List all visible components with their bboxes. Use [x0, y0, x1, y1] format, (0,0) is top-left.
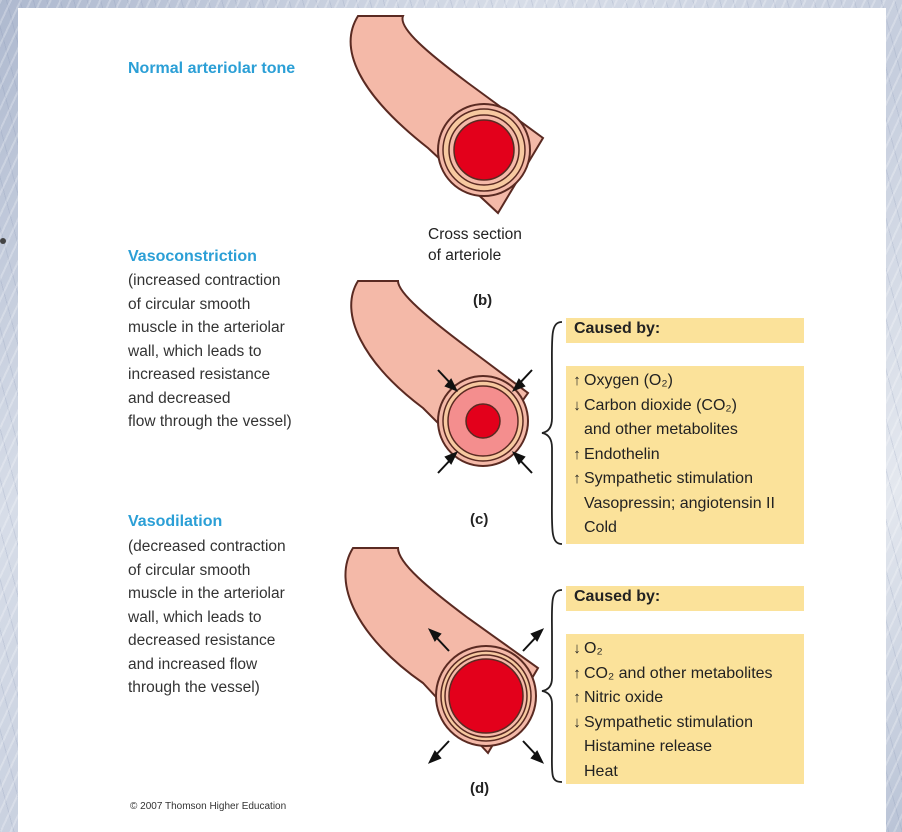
- bullet-dot: [0, 238, 6, 244]
- vessel-lumen: [454, 120, 514, 180]
- cause-row: and other metabolites: [570, 418, 800, 443]
- constriction-causes-box: ↑Oxygen (O₂) ↓Carbon dioxide (CO₂) and o…: [566, 366, 804, 544]
- vessel-lumen: [466, 404, 500, 438]
- up-arrow-icon: ↑: [570, 443, 584, 467]
- cause-row: ↑Oxygen (O₂): [570, 369, 800, 394]
- cause-row: Vasopressin; angiotensin II: [570, 492, 800, 517]
- heading-vasodilation: Vasodilation: [128, 513, 222, 531]
- cause-row: ↓O₂: [570, 637, 800, 662]
- brace-dilation: [538, 586, 568, 786]
- cause-row: ↑Endothelin: [570, 443, 800, 468]
- up-arrow-icon: ↑: [570, 467, 584, 491]
- brace-constriction: [538, 318, 568, 548]
- cause-row: ↓Sympathetic stimulation: [570, 711, 800, 736]
- up-arrow-icon: ↑: [570, 369, 584, 393]
- up-arrow-icon: ↑: [570, 662, 584, 686]
- dilation-causes-title: Caused by:: [566, 586, 804, 611]
- cause-row: ↓Carbon dioxide (CO₂): [570, 394, 800, 419]
- vessel-lumen: [449, 659, 523, 733]
- cause-row: Cold: [570, 516, 800, 541]
- down-arrow-icon: ↓: [570, 711, 584, 735]
- vessel-constricted: [328, 273, 568, 493]
- cause-row: Heat: [570, 760, 800, 785]
- panel-label-d: (d): [470, 780, 489, 797]
- cross-section-label: Cross section of arteriole: [428, 224, 522, 266]
- dilation-causes-box: ↓O₂ ↑CO₂ and other metabolites ↑Nitric o…: [566, 634, 804, 784]
- vasoconstriction-description: (increased contraction of circular smoot…: [128, 269, 292, 434]
- down-arrow-icon: ↓: [570, 637, 584, 661]
- vessel-normal: [318, 8, 578, 228]
- up-arrow-icon: ↑: [570, 686, 584, 710]
- figure-panel: Normal arteriolar tone Cross section of …: [18, 8, 886, 832]
- cause-row: ↑CO₂ and other metabolites: [570, 662, 800, 687]
- heading-normal-tone: Normal arteriolar tone: [128, 60, 295, 78]
- cause-row: ↑Sympathetic stimulation: [570, 467, 800, 492]
- cause-row: Histamine release: [570, 735, 800, 760]
- vasodilation-description: (decreased contraction of circular smoot…: [128, 535, 286, 700]
- down-arrow-icon: ↓: [570, 394, 584, 418]
- constriction-causes-title: Caused by:: [566, 318, 804, 343]
- panel-label-c: (c): [470, 511, 488, 528]
- cause-row: ↑Nitric oxide: [570, 686, 800, 711]
- copyright-notice: © 2007 Thomson Higher Education: [130, 801, 286, 812]
- heading-vasoconstriction: Vasoconstriction: [128, 248, 257, 266]
